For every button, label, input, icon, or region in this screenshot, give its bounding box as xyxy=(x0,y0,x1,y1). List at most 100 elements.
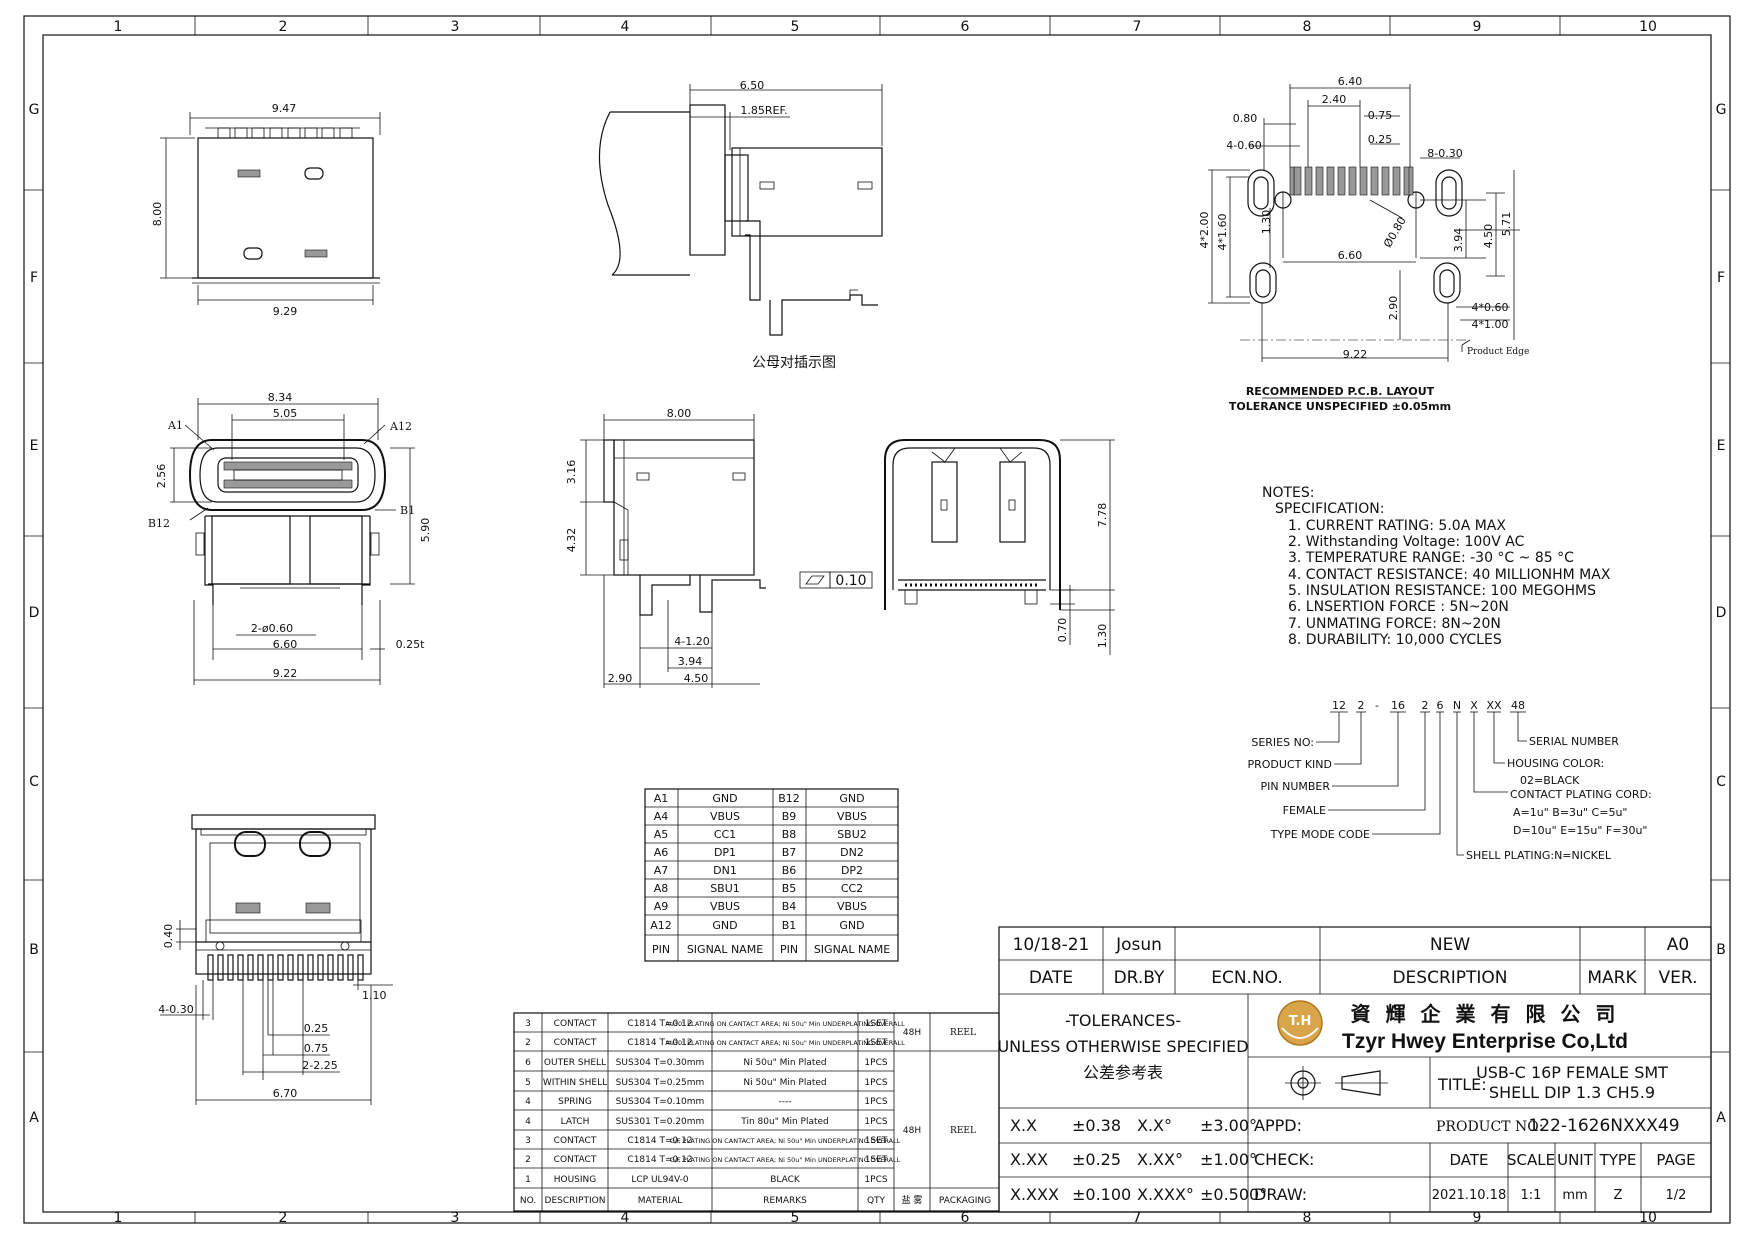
bom-cell: BLACK xyxy=(770,1175,801,1185)
bom-cell: Ni 50u" Min Plated xyxy=(743,1058,826,1068)
company-en: Tzyr Hwey Enterprise Co,Ltd xyxy=(1342,1030,1628,1053)
row-b-right: B xyxy=(1716,942,1726,958)
dim-7-78: 7.78 xyxy=(1096,503,1109,528)
dim-4-0-30: 4-0.30 xyxy=(158,1003,193,1016)
col-10: 10 xyxy=(1639,19,1657,35)
row-e: E xyxy=(30,438,39,454)
dim-0-25-rear: 0.25 xyxy=(304,1022,329,1035)
row-f-right: F xyxy=(1717,270,1725,286)
row-f: F xyxy=(30,270,38,286)
pin-cell: A5 xyxy=(654,828,669,841)
dim-2-90-side: 2.90 xyxy=(608,672,633,685)
dim-6-70: 6.70 xyxy=(273,1087,298,1100)
note-item: 8. DURABILITY: 10,000 CYCLES xyxy=(1288,632,1502,648)
col-6: 6 xyxy=(961,19,970,35)
bom-cell: SUS301 T=0.20mm xyxy=(616,1117,705,1127)
dim-5-71: 5.71 xyxy=(1500,212,1513,237)
bom-cell: Ni 50u" Min Plated xyxy=(743,1078,826,1088)
pin-cell: DP1 xyxy=(714,846,736,859)
company-logo: T.H xyxy=(1277,1000,1323,1046)
label-a1: A1 xyxy=(167,419,183,432)
bom-cell: Au30" PLATING ON CANTACT AREA; Ni 50u" M… xyxy=(665,1039,905,1047)
dim-3-94-side: 3.94 xyxy=(678,655,703,668)
dim-1-10: 1.10 xyxy=(362,989,387,1002)
hdr-ver: VER. xyxy=(1659,968,1698,988)
notes: NOTES: SPECIFICATION: 1. CURRENT RATING:… xyxy=(1262,485,1611,648)
pin-cell: B5 xyxy=(782,882,797,895)
dim-d0-80: Ø0.80 xyxy=(1381,215,1409,250)
front-view: 8.34 5.05 A1 A12 2.56 B12 B1 5.90 2-ø0.6… xyxy=(148,391,432,685)
code-seg: X xyxy=(1470,699,1478,712)
bom-cell: C1814 T=0.12 xyxy=(627,1019,692,1029)
pin-header: PIN xyxy=(652,943,670,956)
dim-5-90: 5.90 xyxy=(419,518,432,543)
col-7-bottom: 7 xyxy=(1133,1210,1142,1226)
dim-2-d0-60: 2-ø0.60 xyxy=(251,622,293,635)
dim-4-50-side: 4.50 xyxy=(684,672,709,685)
tol-cell: X.XX° xyxy=(1137,1150,1183,1169)
row-d: D xyxy=(29,605,40,621)
pin-cell: B7 xyxy=(782,846,797,859)
code-seg: 12 xyxy=(1332,699,1346,712)
draw-label: DRAW: xyxy=(1254,1185,1307,1204)
pcb-layout: 6.40 2.40 0.80 0.75 4-0.60 0.25 8-0.30 4… xyxy=(1198,75,1529,413)
tol-cell: ±0.500° xyxy=(1200,1185,1267,1204)
code-seg: 6 xyxy=(1437,699,1444,712)
code-kind: PRODUCT KIND xyxy=(1247,758,1332,771)
bom-cell: G/F PLATING ON CANTACT AREA; Ni 50u" Min… xyxy=(670,1137,901,1145)
col-5-bottom: 5 xyxy=(791,1210,800,1226)
dim-9-22: 9.22 xyxy=(1343,348,1368,361)
bom-cell: HOUSING xyxy=(554,1175,597,1185)
footer-type-label: TYPE xyxy=(1599,1151,1637,1169)
product-no: 122-1626NXXX49 xyxy=(1528,1116,1679,1136)
row-c-right: C xyxy=(1716,774,1726,790)
company-cn: 資 輝 企 業 有 限 公 司 xyxy=(1351,1002,1620,1026)
col-9: 9 xyxy=(1473,19,1482,35)
dim-0-75-rear: 0.75 xyxy=(304,1042,329,1055)
code-plating: CONTACT PLATING CORD: xyxy=(1510,788,1652,801)
code-serial: SERIAL NUMBER xyxy=(1529,735,1619,748)
bom-pack-1: REEL xyxy=(950,1028,976,1038)
bom-header: 盐 雾 xyxy=(902,1194,923,1206)
pin-cell: A7 xyxy=(654,864,669,877)
note-item: 7. UNMATING FORCE: 8N~20N xyxy=(1288,616,1501,632)
dim-5-05: 5.05 xyxy=(273,407,298,420)
dim-4-1-00: 4*1.00 xyxy=(1472,318,1509,331)
tol-cell: X.XXX° xyxy=(1137,1185,1194,1204)
bom-cell: WITHIN SHELL xyxy=(543,1078,607,1088)
col-4-bottom: 4 xyxy=(621,1210,630,1226)
bom-cell: 4 xyxy=(525,1097,531,1107)
row-a-right: A xyxy=(1716,1110,1726,1126)
pin-header: SIGNAL NAME xyxy=(814,943,890,956)
end-view: 0.10 7.78 0.70 1.30 xyxy=(799,439,1115,655)
pin-cell: GND xyxy=(839,919,864,932)
col-5: 5 xyxy=(791,19,800,35)
bom-cell: ---- xyxy=(779,1097,792,1107)
hdr-ecn: ECN.NO. xyxy=(1211,968,1283,988)
side-view: 8.00 3.16 4.32 4-1.20 3.94 2.90 4.50 xyxy=(565,407,766,688)
bom-cell: SUS304 T=0.10mm xyxy=(616,1097,705,1107)
code-type: TYPE MODE CODE xyxy=(1270,828,1370,841)
code-seg: - xyxy=(1375,699,1379,712)
appd-label: APPD: xyxy=(1254,1116,1302,1135)
bom-cell: 2 xyxy=(525,1155,531,1165)
dim-1-30-end: 1.30 xyxy=(1096,624,1109,649)
mating-view: 6.50 1.85REF. 公母对插示图 xyxy=(598,79,883,371)
bom-cell: CONTACT xyxy=(554,1155,597,1165)
dim-9-22-front: 9.22 xyxy=(273,667,298,680)
pin-cell: B1 xyxy=(782,919,797,932)
bom-header: DESCRIPTION xyxy=(545,1196,606,1206)
bom-cell: SPRING xyxy=(558,1097,592,1107)
col-2: 2 xyxy=(279,19,288,35)
row-g: G xyxy=(29,102,40,118)
bom-cell: OUTER SHELL xyxy=(544,1058,606,1068)
title-line-1: USB-C 16P FEMALE SMT xyxy=(1476,1063,1668,1082)
col-3: 3 xyxy=(451,19,460,35)
pin-cell: A9 xyxy=(654,900,669,913)
bom-cell: CONTACT xyxy=(554,1038,597,1048)
col-6-bottom: 6 xyxy=(961,1210,970,1226)
footer-scale: 1:1 xyxy=(1521,1188,1542,1203)
hdr-desc: DESCRIPTION xyxy=(1392,968,1507,988)
tol-cell: ±0.25 xyxy=(1072,1150,1121,1169)
label-b12: B12 xyxy=(148,517,170,530)
